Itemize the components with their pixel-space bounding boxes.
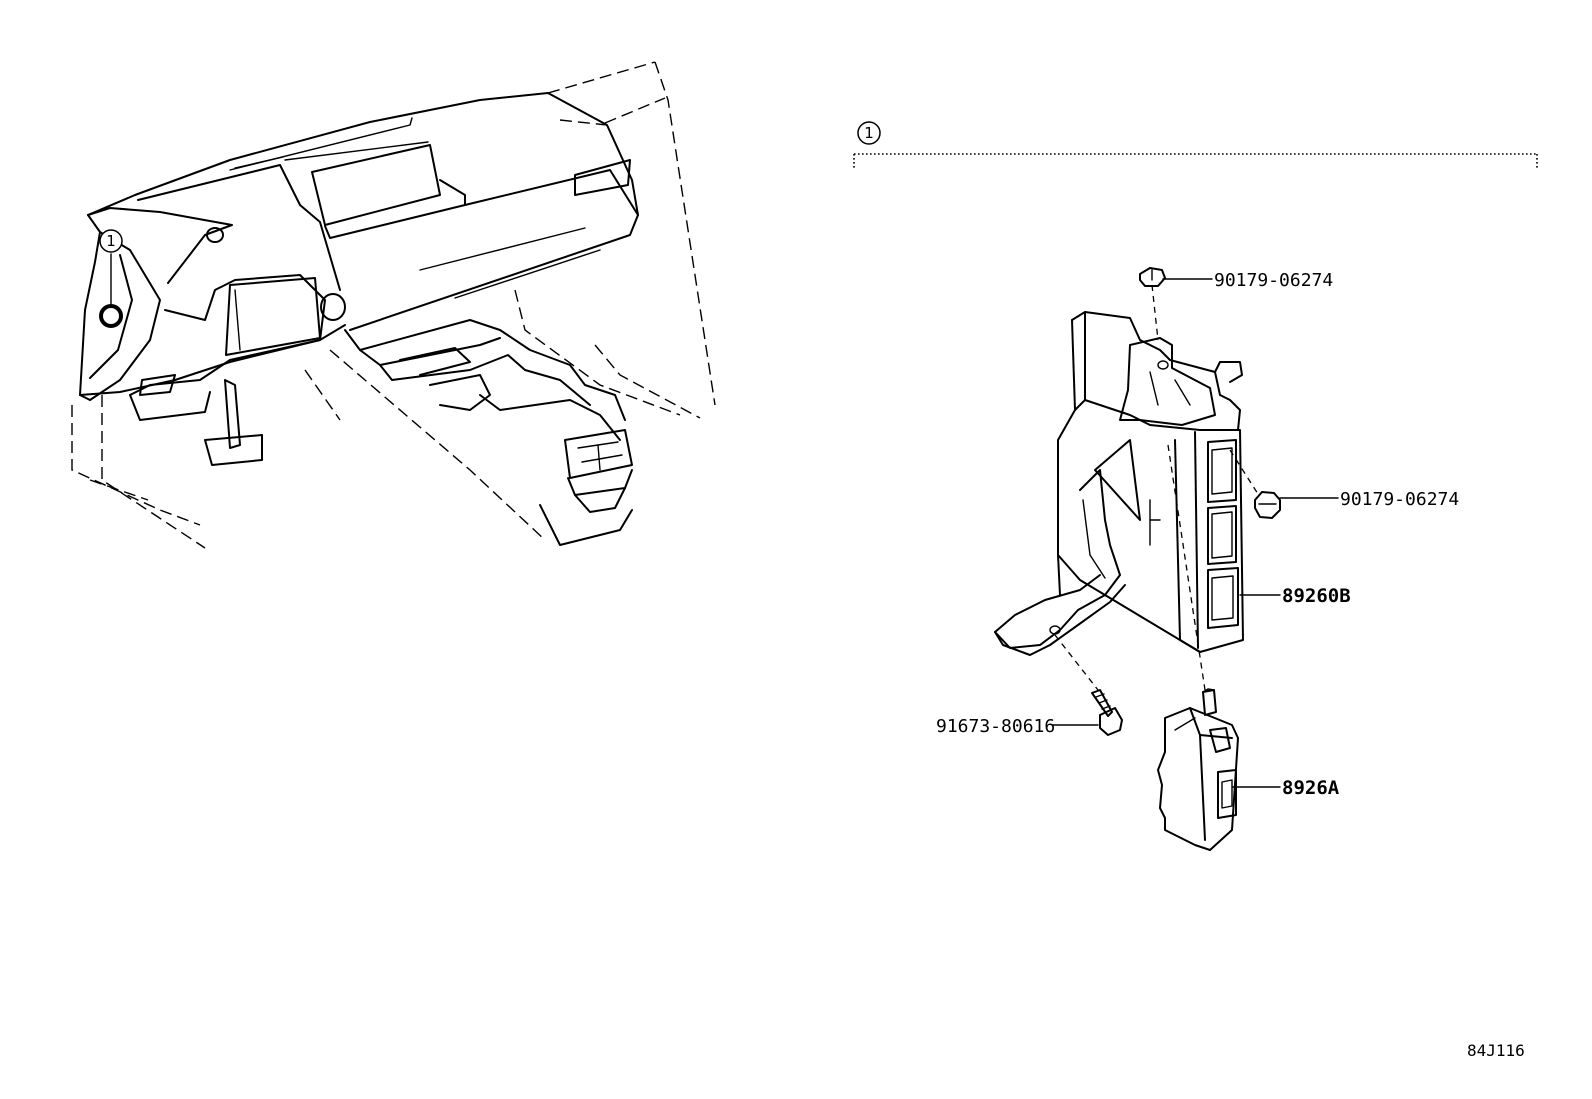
group-bracket: 1: [853, 121, 1538, 170]
part-number-nut-top[interactable]: 90179-06274: [1214, 270, 1333, 291]
part-number-nut-right[interactable]: 90179-06274: [1340, 489, 1459, 510]
ecu-sub-drawing: [1157, 688, 1239, 851]
drawing-code: 84J116: [1467, 1041, 1525, 1060]
part-number-bolt[interactable]: 91673-80616: [936, 716, 1055, 737]
ecu-assembly-illustration: [994, 267, 1281, 851]
location-marker-dot: [99, 304, 123, 328]
group-callout-number: 1: [864, 124, 874, 142]
part-number-ecu-main[interactable]: 89260B: [1282, 585, 1351, 607]
leader-lines: [1051, 278, 1339, 788]
bolt-drawing: [1091, 689, 1123, 736]
location-callout-number: 1: [106, 232, 116, 250]
location-callout: 1: [99, 229, 123, 253]
part-number-ecu-sub[interactable]: 8926A: [1282, 777, 1340, 799]
dashboard-overview-illustration: [71, 61, 716, 549]
ecu-main-drawing: [994, 311, 1244, 656]
nut-top-drawing: [1139, 267, 1166, 287]
nut-right-drawing: [1254, 491, 1281, 519]
